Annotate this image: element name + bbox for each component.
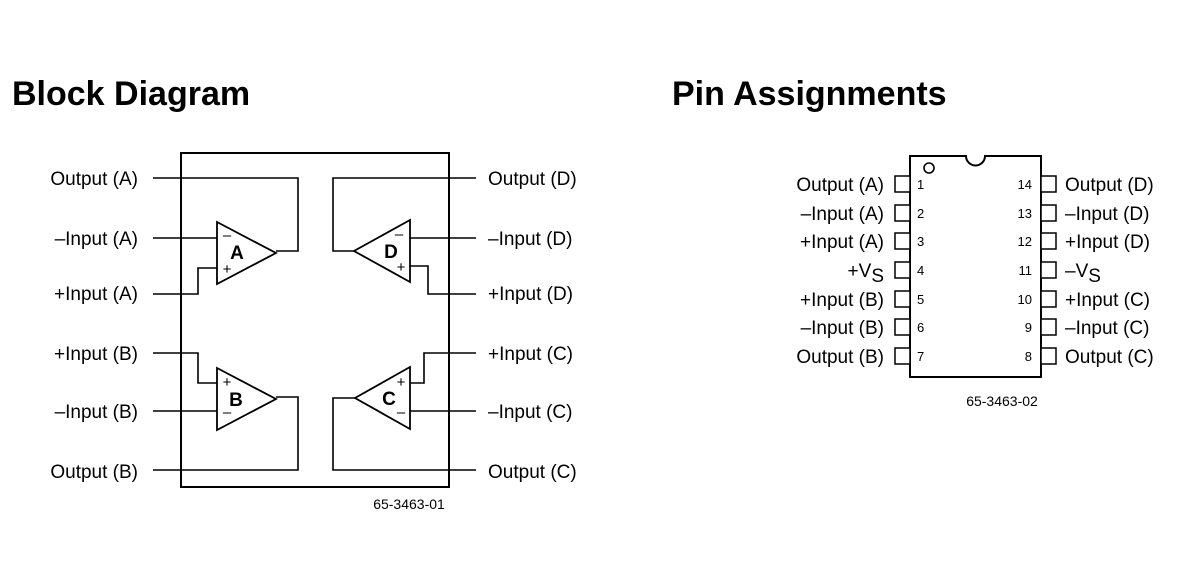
pin-7-label: Output (B) [796, 347, 884, 368]
pin-3-label: +Input (A) [800, 232, 884, 253]
pin-6-label: –Input (B) [801, 318, 884, 339]
pin-13-label: –Input (D) [1065, 204, 1149, 225]
pin-11-lead [1040, 261, 1057, 279]
label-plus-input-b: +Input (B) [54, 344, 138, 365]
pin-4-label: +VS [848, 261, 884, 287]
amplifier-c-minus: – [397, 404, 406, 421]
block-diagram-code: 65-3463-01 [373, 496, 445, 512]
amplifier-b-minus: – [223, 404, 232, 421]
pin-10-number: 10 [1018, 292, 1032, 307]
amplifier-a-label: A [230, 243, 244, 264]
pin-assignments: Output (A) –Input (A) +Input (A) +VS +In… [796, 155, 1154, 409]
pin-11-label-subscript: S [1088, 266, 1101, 287]
pin-4-label-main: +V [848, 261, 872, 282]
pin1-indicator-dot [923, 162, 935, 174]
pin-8-lead [1040, 347, 1057, 365]
label-output-a: Output (A) [50, 169, 138, 190]
pin-1-lead [894, 175, 911, 193]
pin-9-lead [1040, 318, 1057, 336]
amplifier-a-minus: – [223, 227, 232, 244]
pin-8-label: Output (C) [1065, 347, 1154, 368]
pin-10-lead [1040, 290, 1057, 308]
pin-4-label-subscript: S [871, 266, 884, 287]
pin-9-number: 9 [1025, 320, 1032, 335]
block-diagram-title: Block Diagram [12, 75, 251, 113]
pin-11-number: 11 [1019, 263, 1033, 278]
pin-5-label: +Input (B) [800, 290, 884, 311]
pin-4-lead [894, 261, 911, 279]
amplifier-c-wiring [332, 352, 476, 471]
pin-1-number: 1 [917, 177, 924, 192]
pin-10-label: +Input (C) [1065, 290, 1150, 311]
pin-12-lead [1040, 232, 1057, 250]
pin-1-label: Output (A) [796, 175, 884, 196]
label-output-d: Output (D) [488, 169, 577, 190]
amplifier-d-minus: – [395, 226, 404, 243]
amplifier-d: D – + [352, 218, 411, 284]
pin-6-number: 6 [917, 320, 924, 335]
package-outline [180, 152, 450, 488]
pin-6-lead [894, 318, 911, 336]
pin-8-number: 8 [1025, 349, 1032, 364]
amplifier-c: C + – [353, 365, 411, 431]
pin-7-number: 7 [917, 349, 924, 364]
amplifier-b-label: B [229, 390, 243, 411]
pin-2-number: 2 [917, 206, 924, 221]
label-minus-input-d: –Input (D) [488, 229, 572, 250]
amplifier-b: B + – [216, 366, 278, 432]
pin-11-label-main: –V [1065, 261, 1089, 282]
label-plus-input-a: +Input (A) [54, 284, 138, 305]
chip-body [909, 155, 1042, 378]
label-plus-input-d: +Input (D) [488, 284, 573, 305]
pin-12-number: 12 [1018, 234, 1032, 249]
label-output-b: Output (B) [50, 462, 138, 483]
amplifier-b-wiring [153, 352, 299, 471]
pin-14-lead [1040, 175, 1057, 193]
label-output-c: Output (C) [488, 462, 577, 483]
amplifier-a-wiring [153, 177, 299, 295]
pin-7-lead [894, 347, 911, 365]
pin-13-number: 13 [1018, 206, 1032, 221]
pin-2-lead [894, 204, 911, 222]
amplifier-d-label: D [384, 242, 398, 263]
amplifier-c-plus: + [397, 374, 406, 391]
label-plus-input-c: +Input (C) [488, 344, 573, 365]
pin-assignments-title: Pin Assignments [672, 75, 947, 113]
amplifier-d-plus: + [397, 259, 406, 276]
pin-14-number: 14 [1018, 177, 1032, 192]
pin-11-label: –VS [1065, 261, 1101, 287]
label-minus-input-c: –Input (C) [488, 402, 572, 423]
pin-9-label: –Input (C) [1065, 318, 1149, 339]
amplifier-a: A – + [216, 220, 278, 286]
pin-3-lead [894, 232, 911, 250]
block-diagram: Output (A) –Input (A) +Input (A) +Input … [50, 152, 577, 512]
pin-5-number: 5 [917, 292, 924, 307]
amplifier-c-label: C [382, 389, 396, 410]
amplifier-b-plus: + [223, 374, 232, 391]
pin-14-label: Output (D) [1065, 175, 1154, 196]
pin-13-lead [1040, 204, 1057, 222]
pin-4-number: 4 [917, 263, 924, 278]
label-minus-input-b: –Input (B) [55, 402, 138, 423]
amplifier-a-plus: + [223, 261, 232, 278]
label-minus-input-a: –Input (A) [55, 229, 138, 250]
amplifier-d-wiring [332, 177, 476, 295]
pin-2-label: –Input (A) [801, 204, 884, 225]
pin-assignments-code: 65-3463-02 [966, 393, 1038, 409]
pin-12-label: +Input (D) [1065, 232, 1150, 253]
pin-3-number: 3 [917, 234, 924, 249]
pin-5-lead [894, 290, 911, 308]
